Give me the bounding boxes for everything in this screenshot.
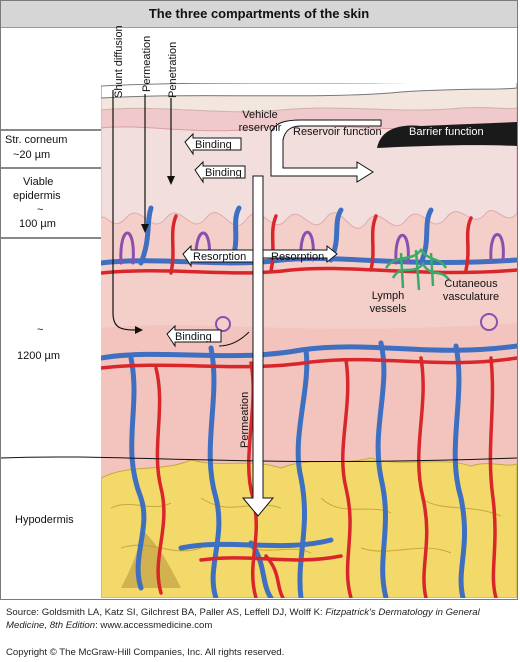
label-resorption-right: Resorption	[271, 251, 325, 263]
label-binding-dermis: Binding	[175, 331, 212, 343]
reservoir-function-arrow	[270, 119, 382, 183]
label-permeation-path: Permeation	[141, 35, 153, 92]
label-viable-depth: 100 µm	[19, 218, 56, 230]
label-vessels: vessels	[369, 303, 407, 315]
label-viable-tilde: ~	[37, 204, 44, 216]
label-stratum-corneum: Str. corneum	[5, 134, 68, 146]
label-stratum-corneum-depth: ~20 µm	[13, 149, 51, 161]
label-vehicle: Vehicle	[242, 109, 278, 121]
binding-arrow-mid	[194, 160, 246, 184]
copyright-notice: Copyright © The McGraw-Hill Companies, I…	[6, 647, 285, 658]
layer-boundaries	[0, 129, 518, 463]
label-dermis-tilde: ~	[37, 324, 44, 336]
label-lymph: Lymph	[371, 290, 405, 302]
label-vasculature: vasculature	[442, 291, 500, 303]
source-book-title: Fitzpatrick's Dermatology in General Med…	[6, 607, 480, 631]
label-resorption-left: Resorption	[193, 251, 247, 263]
fat-lobules	[110, 497, 502, 554]
gland-right	[480, 313, 498, 331]
label-viable-2: epidermis	[13, 190, 61, 202]
barrier-function-shape	[377, 122, 517, 148]
source-citation: Source: Goldsmith LA, Katz SI, Gilchrest…	[6, 606, 514, 632]
label-permeation-vertical: Permeation	[239, 391, 251, 448]
binding-arrow-dermis	[166, 324, 222, 348]
label-binding-mid: Binding	[205, 167, 242, 179]
label-cutaneous: Cutaneous	[444, 278, 498, 290]
label-viable-1: Viable	[23, 176, 54, 188]
label-barrier-function: Barrier function	[409, 126, 484, 138]
lymph-vessels-network	[384, 247, 451, 291]
pathway-arrowheads	[135, 176, 175, 334]
gland-left	[215, 316, 231, 332]
resorption-arrow-right	[262, 244, 338, 264]
figure-title: The three compartments of the skin	[1, 1, 517, 28]
label-reservoir: reservoir	[238, 122, 282, 134]
pathway-arrows	[112, 90, 172, 331]
permeation-branch-left	[218, 331, 250, 347]
vehicle-top-sheet	[101, 83, 517, 99]
source-suffix: : www.accessmedicine.com	[95, 620, 213, 631]
source-prefix: Source: Goldsmith LA, Katz SI, Gilchrest…	[6, 607, 326, 618]
veins	[101, 205, 517, 598]
label-reservoir-function: Reservoir function	[293, 126, 382, 138]
label-hypodermis: Hypodermis	[15, 514, 74, 526]
resorption-arrow-left	[182, 244, 254, 268]
binding-arrow-top	[184, 132, 242, 156]
shunt-diffusion-arrow	[112, 90, 136, 331]
label-penetration: Penetration	[167, 41, 179, 98]
label-shunt-diffusion: Shunt diffusion	[113, 25, 125, 98]
permeation-vertical-arrow	[241, 175, 275, 517]
skin-diagram: Str. corneum ~20 µm Viable epidermis ~ 1…	[0, 25, 518, 603]
skin-illustration	[0, 83, 518, 598]
label-dermis-depth: 1200 µm	[17, 350, 61, 362]
label-binding-top: Binding	[195, 139, 232, 151]
